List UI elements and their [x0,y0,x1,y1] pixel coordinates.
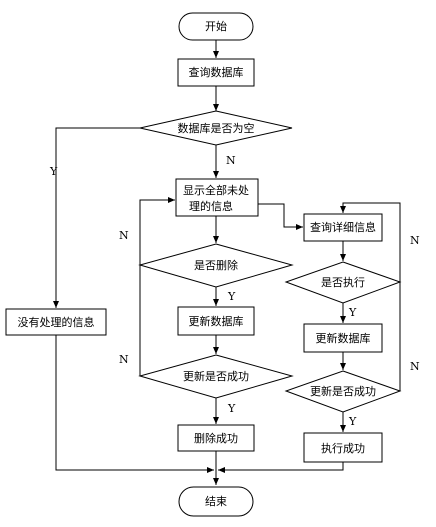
connectors [53,40,401,485]
label-update-left-yes: Y [227,402,236,415]
show-all-label-line2: 理的信息 [189,199,233,213]
label-update-left-no: N [119,353,129,366]
label-update-right-no: N [410,360,420,373]
db-empty-decision [139,110,293,146]
execute-ok-box [303,432,383,463]
label-delete-no: N [119,229,129,242]
show-all-box [175,178,259,217]
arrow-show-all-to-query-detail [258,203,303,230]
label-empty-no: N [226,154,236,167]
update-ok-right-decision [284,370,402,413]
delete-ok-box [177,424,255,452]
query-db-label: 查询数据库 [189,65,244,79]
start-terminal [178,12,254,41]
arrow-delete-no-loop [139,197,175,265]
arrow-execute-no-loop [340,202,401,282]
start-label: 开始 [205,19,227,33]
update-ok-left-label: 更新是否成功 [183,369,249,383]
execute-decision [284,261,402,304]
delete-label: 是否删除 [194,258,238,272]
show-all-label-line1: 显示全部未处 [183,183,249,197]
label-update-right-yes: Y [348,415,357,428]
end-terminal [178,486,254,517]
update-db-left-label: 更新数据库 [189,314,244,328]
delete-decision [138,243,294,288]
end-label: 结束 [205,495,227,508]
execute-label: 是否执行 [321,275,365,289]
label-execute-yes: Y [348,306,357,319]
update-db-right-label: 更新数据库 [316,331,371,345]
query-detail-box [303,213,383,242]
update-db-left-box [177,306,255,336]
update-ok-left-decision [138,354,294,399]
query-db-box [177,58,255,87]
label-empty-yes: Y [49,165,58,178]
label-delete-yes: Y [227,290,236,303]
db-empty-label: 数据库是否为空 [178,121,255,135]
update-ok-right-label: 更新是否成功 [310,384,376,398]
query-detail-label: 查询详细信息 [310,220,376,234]
delete-ok-label: 删除成功 [194,431,238,445]
arrow-empty-yes-to-no-info [53,127,140,308]
arrow-no-info-to-end [55,335,214,473]
no-info-box [5,308,107,336]
no-info-label: 没有处理的信息 [18,315,95,329]
label-execute-no: N [410,234,420,247]
update-db-right-box [303,323,383,353]
execute-ok-label: 执行成功 [321,441,365,455]
arrow-execute-ok-to-end [218,462,344,473]
